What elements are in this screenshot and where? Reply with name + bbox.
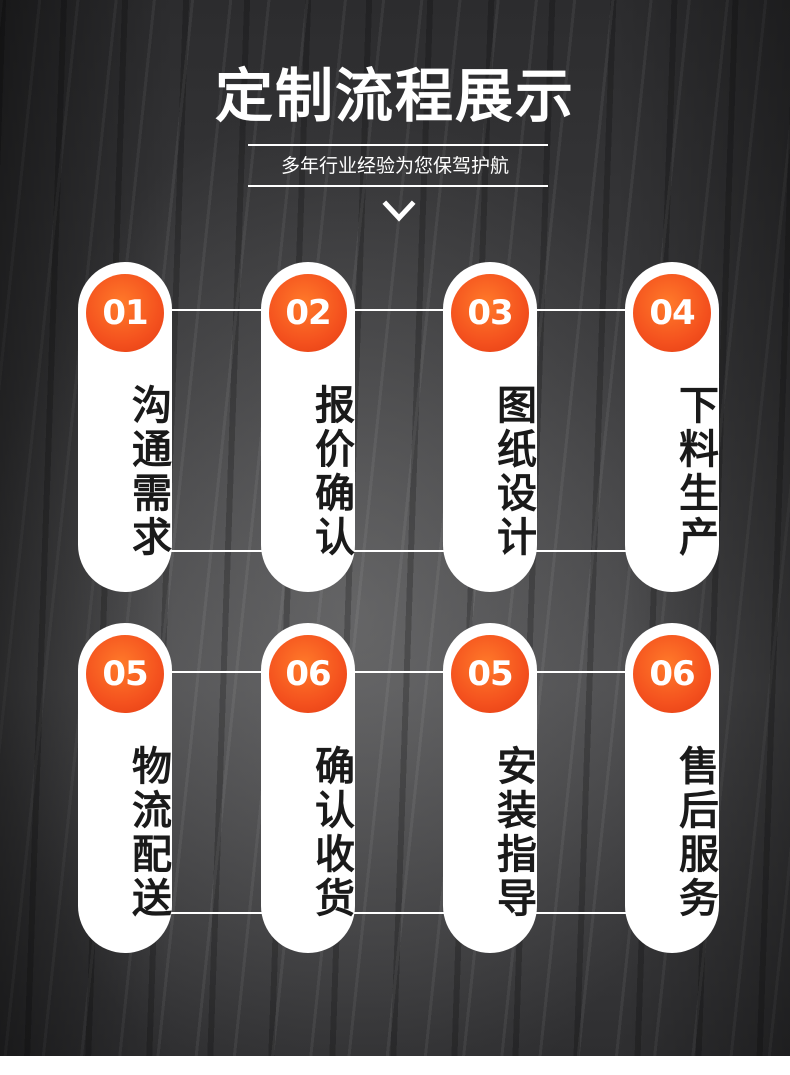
connector-line [534, 309, 629, 311]
step-number-badge: 06 [269, 635, 347, 713]
step-card: 06 售后服务 [625, 623, 719, 953]
bottom-margin [0, 1056, 790, 1075]
step-number-badge: 04 [633, 274, 711, 352]
connector-line [170, 550, 265, 552]
step-number: 03 [467, 293, 513, 333]
page-title: 定制流程展示 [214, 62, 575, 130]
step-number-badge: 06 [633, 635, 711, 713]
step-number-badge: 05 [451, 635, 529, 713]
connector-line [534, 912, 629, 914]
step-number: 05 [467, 654, 513, 694]
step-label: 报价确认 [308, 384, 354, 560]
step-number: 06 [285, 654, 331, 694]
connector-line [534, 550, 629, 552]
step-number: 05 [102, 654, 148, 694]
subtitle-rule-bottom [248, 185, 548, 187]
step-label: 确认收货 [308, 745, 354, 921]
step-card: 03 图纸设计 [443, 262, 537, 592]
step-label: 图纸设计 [490, 384, 536, 560]
step-label: 安装指导 [490, 745, 536, 921]
subtitle-rule-top [248, 144, 548, 146]
step-card: 04 下料生产 [625, 262, 719, 592]
step-card: 05 物流配送 [78, 623, 172, 953]
step-label: 沟通需求 [125, 384, 171, 560]
step-card: 01 沟通需求 [78, 262, 172, 592]
chevron-down-icon [382, 200, 416, 222]
step-number: 06 [649, 654, 695, 694]
page-subtitle: 多年行业经验为您保驾护航 [280, 155, 509, 177]
step-number-badge: 02 [269, 274, 347, 352]
connector-line [352, 550, 447, 552]
step-card: 05 安装指导 [443, 623, 537, 953]
connector-line [534, 671, 629, 673]
step-number-badge: 01 [86, 274, 164, 352]
step-label: 下料生产 [672, 384, 718, 560]
connector-line [170, 671, 265, 673]
connector-line [170, 912, 265, 914]
step-number: 04 [649, 293, 695, 333]
connector-line [170, 309, 265, 311]
step-number-badge: 05 [86, 635, 164, 713]
step-card: 06 确认收货 [261, 623, 355, 953]
step-label: 物流配送 [125, 745, 171, 921]
step-number: 01 [102, 293, 148, 333]
connector-line [352, 309, 447, 311]
step-number: 02 [285, 293, 331, 333]
step-label: 售后服务 [672, 745, 718, 921]
step-number-badge: 03 [451, 274, 529, 352]
connector-line [352, 671, 447, 673]
step-card: 02 报价确认 [261, 262, 355, 592]
connector-line [352, 912, 447, 914]
